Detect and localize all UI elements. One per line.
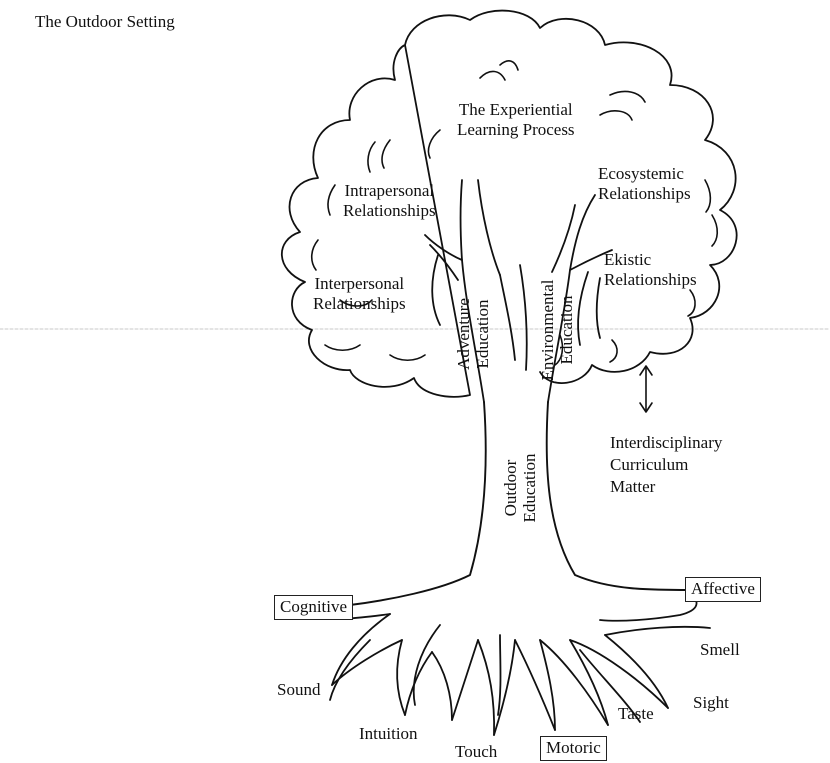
ecosystemic-line2: Relationships [598,184,691,203]
sense-smell: Smell [700,640,740,659]
ecosystemic-label: Ecosystemic Relationships [598,164,691,204]
adventure-line1: Adventure [454,298,473,370]
experiential-learning-label: The Experiential Learning Process [457,100,575,140]
tree-roots [311,589,711,736]
curriculum-line3: Matter [610,477,656,496]
environmental-education-label: Environmental Education [538,265,578,395]
environmental-line2: Education [557,295,576,365]
outdoor-line1: Outdoor [501,459,520,517]
intrapersonal-line1: Intrapersonal [344,181,435,200]
interpersonal-label: Interpersonal Relationships [313,274,406,314]
double-arrow-icon [639,365,653,413]
sense-taste: Taste [618,704,654,723]
tree-branches [424,179,613,403]
canopy-outline [280,9,738,398]
ekistic-line2: Relationships [604,270,697,289]
adventure-line2: Education [473,299,492,369]
outdoor-education-label: Outdoor Education [501,443,541,533]
sense-touch: Touch [455,742,498,761]
curriculum-label: Interdisciplinary Curriculum Matter [610,432,722,498]
curriculum-line2: Curriculum [610,455,689,474]
intrapersonal-label: Intrapersonal Relationships [343,181,436,221]
sense-sound: Sound [277,680,321,699]
interpersonal-line1: Interpersonal [314,274,405,293]
motoric-box: Motoric [540,736,607,761]
sense-intuition: Intuition [359,724,418,743]
setting-title: The Outdoor Setting [35,12,175,31]
affective-box: Affective [685,577,761,602]
interpersonal-line2: Relationships [313,294,406,313]
curriculum-line1: Interdisciplinary [610,433,723,452]
ekistic-line1: Ekistic [604,250,652,269]
sense-sight: Sight [693,693,729,712]
experiential-line1: The Experiential [458,100,573,119]
ekistic-label: Ekistic Relationships [604,250,697,290]
experiential-line2: Learning Process [457,120,575,139]
adventure-education-label: Adventure Education [454,286,494,382]
ecosystemic-line1: Ecosystemic [598,164,684,183]
outdoor-line2: Education [520,453,539,523]
cognitive-box: Cognitive [274,595,354,620]
environmental-line1: Environmental [538,279,557,381]
intrapersonal-line2: Relationships [343,201,436,220]
tree-trunk [349,401,691,606]
canopy-texture [310,60,719,366]
